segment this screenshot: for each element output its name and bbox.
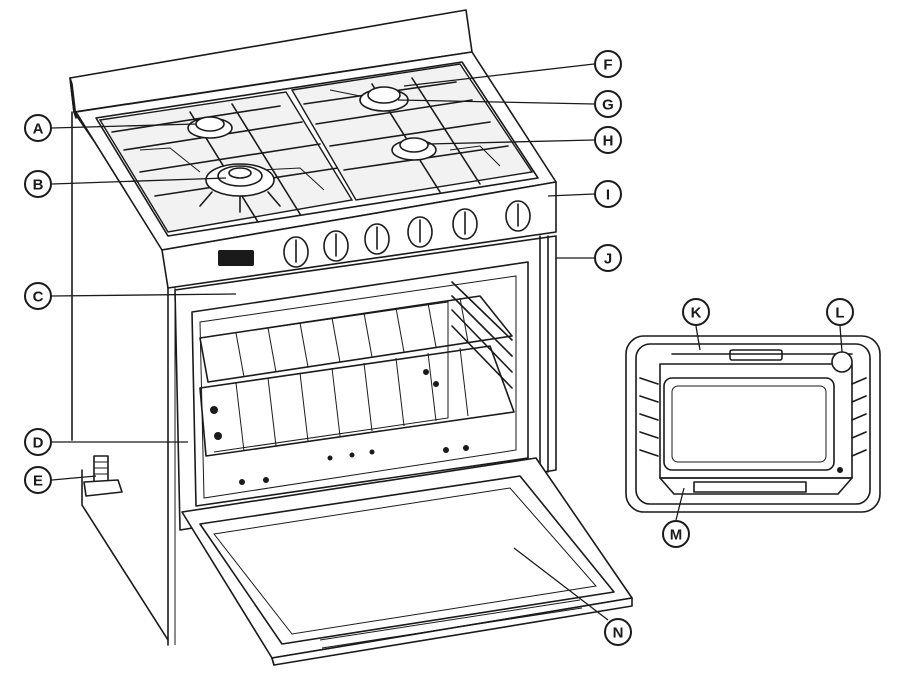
- svg-text:H: H: [603, 133, 614, 150]
- callout-N: N: [604, 618, 632, 646]
- rack-side-supports: [451, 281, 513, 389]
- knob-3: [364, 223, 390, 255]
- inset-lamp: [831, 351, 853, 373]
- svg-text:B: B: [33, 177, 44, 194]
- svg-text:I: I: [606, 187, 610, 204]
- knob-5: [452, 208, 478, 240]
- callout-A: A: [24, 114, 52, 142]
- callout-I: I: [594, 180, 622, 208]
- callout-M: M: [662, 520, 690, 548]
- svg-text:K: K: [691, 305, 702, 322]
- svg-text:J: J: [604, 251, 612, 268]
- callout-G: G: [594, 90, 622, 118]
- knob-1: [283, 236, 309, 268]
- svg-text:D: D: [33, 435, 44, 452]
- right-grate: [290, 63, 534, 201]
- callout-C: C: [24, 282, 52, 310]
- burner-rear-right: [359, 86, 409, 112]
- svg-text:N: N: [613, 625, 624, 642]
- range-illustration: [69, 9, 633, 666]
- callout-B: B: [24, 170, 52, 198]
- svg-text:M: M: [670, 527, 683, 544]
- knob-6: [505, 200, 531, 232]
- svg-text:E: E: [33, 473, 43, 490]
- cavity-inset-illustration: [625, 335, 881, 513]
- inset-right-guides: [851, 377, 867, 457]
- display-window: [218, 250, 254, 266]
- control-panel: [161, 181, 557, 289]
- callout-K: K: [682, 298, 710, 326]
- leveling-leg: [83, 455, 123, 497]
- callout-H: H: [594, 126, 622, 154]
- oven-rack-upper: [199, 295, 513, 383]
- oven-door-open: [181, 457, 633, 666]
- callout-F: F: [594, 50, 622, 78]
- knob-4: [407, 216, 433, 248]
- burner-front-left-wok: [199, 163, 281, 213]
- callout-J: J: [594, 244, 622, 272]
- svg-text:G: G: [602, 97, 614, 114]
- cavity-vents: [210, 369, 469, 485]
- oven-rack-lower: [199, 345, 515, 457]
- svg-text:L: L: [835, 305, 844, 322]
- burner-rear-left: [187, 116, 233, 139]
- inset-element-top: [729, 349, 783, 361]
- svg-text:C: C: [33, 289, 44, 306]
- callout-D: D: [24, 428, 52, 456]
- control-knobs: [283, 200, 531, 268]
- leader-lines: [51, 63, 843, 621]
- callout-L: L: [826, 298, 854, 326]
- knob-2: [323, 230, 349, 262]
- svg-text:A: A: [33, 121, 44, 138]
- left-grate: [98, 91, 354, 233]
- callout-E: E: [24, 466, 52, 494]
- svg-text:F: F: [603, 57, 612, 74]
- inset-left-guides: [639, 377, 659, 457]
- burner-front-right: [391, 137, 437, 161]
